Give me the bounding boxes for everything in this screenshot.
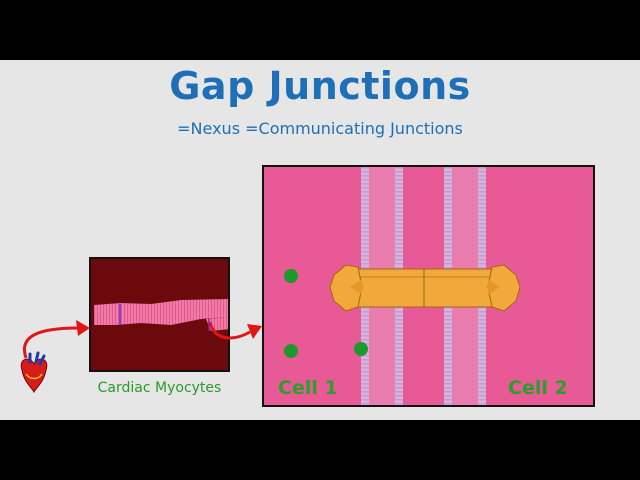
letterbox-bottom xyxy=(0,420,640,480)
ion-dot xyxy=(284,344,298,358)
cardiac-myocytes-label: Cardiac Myocytes xyxy=(97,380,222,396)
slide: Gap Junctions =Nexus =Communicating Junc… xyxy=(0,60,640,420)
cardiac-myocytes-panel xyxy=(89,257,230,372)
ion-dot xyxy=(284,269,298,283)
letterbox-top xyxy=(0,0,640,60)
cell-1-label: Cell 1 xyxy=(278,377,338,399)
gap-junction-zoom-panel: Cell 1 Cell 2 xyxy=(262,165,595,407)
page-title: Gap Junctions xyxy=(169,64,471,108)
myocyte-fibers xyxy=(94,299,228,331)
gap-junction-diagram xyxy=(284,167,521,405)
cell-2-label: Cell 2 xyxy=(508,377,568,399)
page-subtitle: =Nexus =Communicating Junctions xyxy=(177,119,463,138)
ion-dot xyxy=(354,342,368,356)
